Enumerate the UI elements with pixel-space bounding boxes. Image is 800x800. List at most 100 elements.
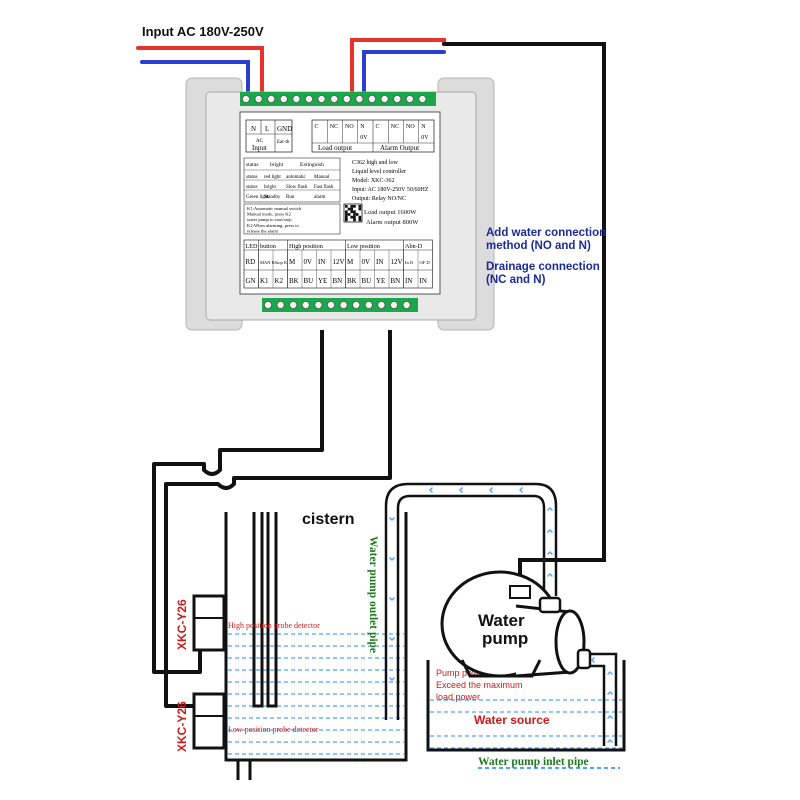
description-line: Output: Relay NO/NC bbox=[352, 196, 406, 202]
terminal-screw bbox=[339, 300, 348, 309]
legend-row1-cell: IN bbox=[376, 258, 383, 266]
legend-row2-cell: BU bbox=[304, 277, 314, 285]
legend-row2-cell: BN bbox=[391, 277, 401, 285]
legend-row2-cell: IN bbox=[405, 277, 412, 285]
legend-row2-cell: K2 bbox=[275, 277, 284, 285]
terminal-screw bbox=[301, 300, 310, 309]
flow-arrow-icon bbox=[607, 715, 613, 719]
terminal-screw bbox=[367, 95, 376, 104]
legend-row1-cell: 0V bbox=[304, 258, 313, 266]
pump-junction-box bbox=[509, 585, 531, 599]
high-sensor-label-text: High position probe detector bbox=[228, 621, 320, 630]
qr-module bbox=[358, 207, 362, 211]
status-cell: red light bbox=[264, 175, 281, 180]
input-ac-label: Input AC 180V-250V bbox=[142, 24, 264, 39]
cistern-inner-pipe-left bbox=[252, 512, 264, 708]
input-sub-earth: Ear-th bbox=[277, 140, 290, 145]
low-sensor-model: XKC-Y26 bbox=[175, 701, 189, 752]
drainage-note-line2: (NC and N) bbox=[486, 274, 546, 286]
relay-col-label: N bbox=[360, 124, 365, 130]
pump-outlet-flange bbox=[538, 596, 562, 614]
relay-col-sub: 0V bbox=[421, 135, 429, 141]
high-sensor-label: High position probe detector bbox=[228, 621, 320, 630]
terminal-screw bbox=[314, 300, 323, 309]
legend-row1-cell: 12V bbox=[391, 258, 403, 266]
input-sub-ac: AC bbox=[256, 139, 264, 144]
flow-arrow-icon bbox=[547, 507, 553, 511]
pump-label-line1: Water bbox=[478, 611, 525, 630]
terminal-screw bbox=[254, 95, 263, 104]
qr-module bbox=[345, 205, 348, 208]
legend-table-frame bbox=[243, 239, 433, 289]
legend-group-header: button bbox=[260, 243, 276, 250]
legend-row1-cell: In D bbox=[405, 260, 414, 265]
terminal-screw bbox=[267, 95, 276, 104]
flow-arrow-icon bbox=[389, 597, 395, 601]
qr-module bbox=[350, 205, 354, 208]
qr-module bbox=[345, 213, 348, 216]
legend-row2-cell: BU bbox=[362, 277, 372, 285]
cistern-walls bbox=[224, 512, 408, 762]
qr-module bbox=[345, 210, 348, 214]
terminal-screw bbox=[380, 95, 389, 104]
legend-row1-cell: M bbox=[347, 258, 354, 266]
k-note-line: K2:When alarming, press to bbox=[247, 223, 299, 229]
inlet-pipe-label: Water pump inlet pipe bbox=[478, 756, 589, 768]
legend-row2-cell: YE bbox=[376, 277, 385, 285]
cistern-water bbox=[226, 632, 406, 760]
input-col-gnd: GND bbox=[277, 125, 292, 133]
legend-row1-cell: OF D bbox=[420, 260, 431, 265]
legend-row2-cell: BK bbox=[347, 277, 357, 285]
sensors: XKC-Y26 XKC-Y26 High position probe dete… bbox=[175, 594, 320, 752]
input-live-wire bbox=[136, 46, 264, 98]
pump-warning-line2: Exceed the maximum bbox=[436, 680, 523, 690]
qr-module bbox=[347, 213, 351, 216]
low-sensor-label: Low position probe detector bbox=[228, 725, 319, 734]
cistern-label: cistern bbox=[302, 511, 354, 528]
top-terminals bbox=[241, 95, 427, 104]
relay-col-label: N bbox=[421, 124, 426, 130]
outlet-flow-arrows bbox=[389, 487, 553, 681]
terminal-screw bbox=[241, 95, 250, 104]
legend-group-header: Abn-D bbox=[405, 243, 423, 250]
relay-col-label: NO bbox=[406, 124, 415, 130]
flow-arrow-icon bbox=[429, 487, 433, 493]
qr-module bbox=[355, 213, 359, 216]
flow-arrow-icon bbox=[489, 487, 493, 493]
flow-arrow-icon bbox=[607, 739, 613, 743]
status-cell: Green light bbox=[246, 195, 269, 200]
cistern-tank: cistern bbox=[224, 511, 408, 780]
flow-arrow-icon bbox=[519, 487, 523, 493]
relay-alarm-label: Alarm Output bbox=[380, 144, 419, 152]
flow-arrow-icon bbox=[547, 529, 553, 533]
relay-col-label: NC bbox=[330, 124, 338, 130]
outlet-pipe-inner bbox=[396, 494, 546, 720]
terminal-screw bbox=[352, 300, 361, 309]
qr-module bbox=[347, 207, 351, 211]
low-position-sensor bbox=[192, 692, 226, 750]
description-line: Input: AC 180V-250V 50/60HZ bbox=[352, 187, 429, 193]
alarm-output-rating: Alarm output 800W bbox=[366, 219, 419, 226]
add-water-note-line2: method (NO and N) bbox=[486, 240, 591, 252]
flow-arrow-icon bbox=[547, 551, 553, 555]
outlet-pipe-label: Water pump outlet pipe bbox=[367, 536, 379, 653]
legend-row2-cell: IN bbox=[420, 277, 427, 285]
terminal-screw bbox=[263, 300, 272, 309]
flow-arrow-icon bbox=[389, 557, 395, 561]
connection-notes: Add water connection method (NO and N) D… bbox=[486, 227, 606, 286]
low-sensor-label-text: Low position probe detector bbox=[228, 725, 319, 734]
input-title: Input bbox=[252, 144, 267, 152]
pump-base bbox=[460, 659, 542, 678]
legend-row1-cell: Stop K bbox=[275, 260, 288, 265]
qr-module bbox=[358, 205, 362, 208]
pump-warning-line3: load power bbox=[436, 692, 480, 702]
inlet-flow-arrows bbox=[591, 657, 613, 743]
legend-row2-cell: K1 bbox=[260, 277, 269, 285]
relay-col-label: NC bbox=[391, 124, 399, 130]
water-pump-icon: Water pump bbox=[440, 570, 592, 678]
qr-module bbox=[353, 213, 356, 216]
